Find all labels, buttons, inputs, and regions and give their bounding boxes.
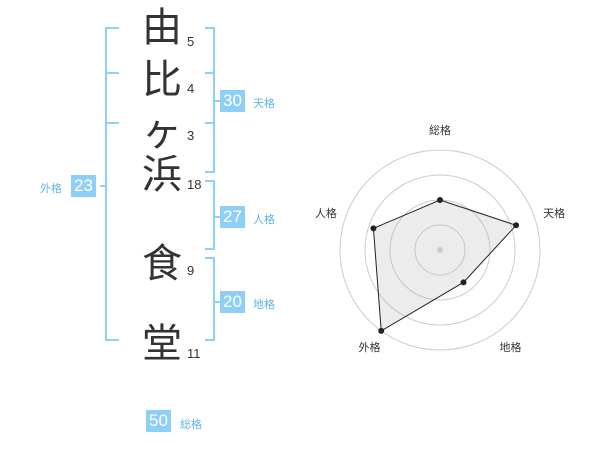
stroke-count: 4	[187, 81, 195, 96]
tenkaku-badge: 30	[220, 90, 245, 112]
stroke-count: 3	[187, 128, 195, 143]
radar-axis-label: 天格	[543, 206, 565, 220]
radar-point	[378, 327, 385, 334]
gaikaku-badge: 23	[71, 175, 96, 197]
name-character: 浜	[142, 152, 182, 198]
chikaku-label: 地格	[253, 298, 275, 311]
soukaku-badge: 50	[146, 410, 171, 432]
name-character: 食	[142, 241, 182, 287]
stroke-count: 11	[187, 346, 201, 361]
stroke-count: 5	[187, 34, 195, 49]
radar-series-area	[372, 199, 517, 332]
name-character: 堂	[142, 321, 182, 367]
radar-axis-label: 外格	[358, 340, 380, 354]
radar-ring	[339, 149, 541, 351]
radar-axis-label: 地格	[500, 340, 522, 354]
jinkaku-badge: 27	[220, 206, 245, 228]
radar-point	[460, 279, 467, 286]
soukaku-label: 総格	[180, 418, 202, 431]
jinkaku-label: 人格	[253, 213, 275, 226]
radar-ring	[414, 224, 466, 276]
radar-axis-label: 総格	[429, 123, 451, 137]
radar-point	[437, 197, 443, 203]
radar-point	[513, 222, 520, 229]
tenkaku-label: 天格	[253, 97, 275, 110]
radar-axis-label: 人格	[315, 206, 337, 220]
radar-center	[437, 247, 443, 253]
chikaku-badge: 20	[220, 291, 245, 313]
name-character: 比	[142, 57, 182, 103]
radar-point	[370, 225, 377, 232]
radar-ring	[364, 174, 516, 326]
name-character: 由	[142, 5, 182, 51]
gaikaku-label: 外格	[40, 182, 62, 195]
name-character: ヶ	[142, 109, 182, 155]
stroke-count: 9	[187, 263, 195, 278]
stroke-count: 18	[187, 177, 202, 192]
